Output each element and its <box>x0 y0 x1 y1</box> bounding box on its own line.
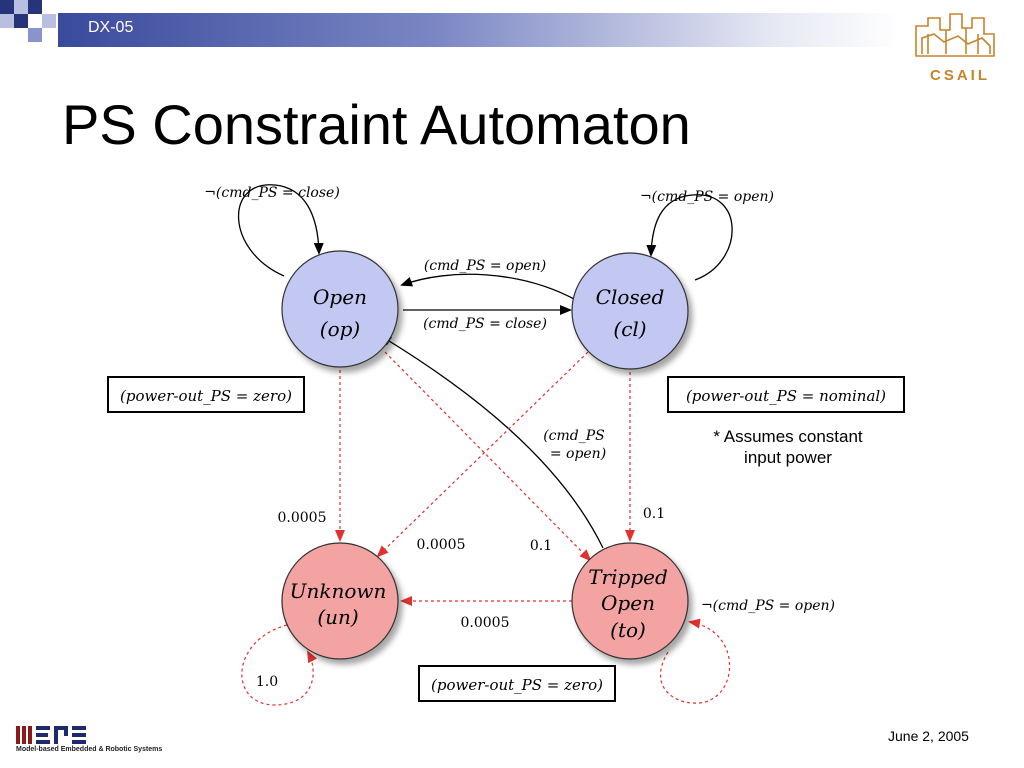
edge-closed-to-unknown <box>376 351 589 558</box>
prob-open-tripped: 0.1 <box>530 538 552 554</box>
edge-open-self <box>237 184 324 277</box>
page-title: PS Constraint Automaton <box>62 93 691 156</box>
mers-logo <box>16 726 86 744</box>
edge-open-to-tripped <box>384 351 592 562</box>
state-tripped-label-1: Tripped <box>588 565 668 589</box>
assumption-note-line-1: * Assumes constant <box>713 427 863 446</box>
state-open: Open (op) <box>281 250 399 368</box>
prob-closed-tripped: 0.1 <box>643 506 665 522</box>
constraint-closed: (power-out_PS = nominal) <box>667 376 905 413</box>
state-tripped-symbol: (to) <box>610 618 646 642</box>
footer-date: June 2, 2005 <box>888 728 969 744</box>
state-unknown-label: Unknown <box>290 579 387 603</box>
edge-tripped-self <box>660 618 731 704</box>
label-tripped-self: ¬(cmd_PS = open) <box>701 598 835 614</box>
constraint-tripped: (power-out_PS = zero) <box>418 665 616 702</box>
label-tripped-to-open-1: (cmd_PS <box>543 428 605 444</box>
header-square <box>14 14 28 28</box>
header-label: DX-05 <box>88 19 134 36</box>
prob-unknown-self: 1.0 <box>256 674 278 690</box>
label-tripped-to-open-2: = open) <box>550 446 606 462</box>
constraint-closed-text: (power-out_PS = nominal) <box>686 387 886 405</box>
header-square <box>0 0 14 14</box>
header-square <box>14 0 28 14</box>
state-open-symbol: (op) <box>320 317 360 341</box>
state-tripped-label-2: Open <box>601 591 655 615</box>
header-square <box>28 0 42 14</box>
header-square <box>28 28 42 42</box>
label-open-self: ¬(cmd_PS = close) <box>204 185 340 201</box>
constraint-open: (power-out_PS = zero) <box>107 376 305 413</box>
state-unknown-symbol: (un) <box>317 605 358 629</box>
state-unknown: Unknown (un) <box>281 542 399 660</box>
state-open-label: Open <box>313 285 367 309</box>
label-closed-self: ¬(cmd_PS = open) <box>640 189 774 205</box>
header-bar: DX-05 <box>0 0 1024 48</box>
prob-closed-unknown: 0.0005 <box>417 537 466 553</box>
edge-closed-to-open <box>400 273 577 301</box>
prob-tripped-unknown: 0.0005 <box>461 615 510 631</box>
label-closed-to-open: (cmd_PS = open) <box>424 258 546 274</box>
header-square <box>0 14 14 28</box>
assumption-note: * Assumes constant input power <box>688 426 888 468</box>
constraint-tripped-text: (power-out_PS = zero) <box>431 676 603 694</box>
state-closed-label: Closed <box>596 285 665 309</box>
csail-logo: CSAIL <box>915 13 995 84</box>
label-open-to-closed: (cmd_PS = close) <box>423 316 547 332</box>
constraint-open-text: (power-out_PS = zero) <box>120 387 292 405</box>
assumption-note-line-2: input power <box>744 448 832 467</box>
header-square <box>42 14 56 28</box>
state-closed: Closed (cl) <box>571 252 689 370</box>
edge-closed-self <box>646 194 733 281</box>
mers-logo-tagline: Model-based Embedded & Robotic Systems <box>16 746 163 753</box>
header-band <box>58 13 900 47</box>
csail-logo-text: CSAIL <box>930 67 990 84</box>
state-closed-symbol: (cl) <box>613 317 646 341</box>
prob-open-unknown: 0.0005 <box>278 510 327 526</box>
state-tripped-open: Tripped Open (to) <box>571 542 689 660</box>
